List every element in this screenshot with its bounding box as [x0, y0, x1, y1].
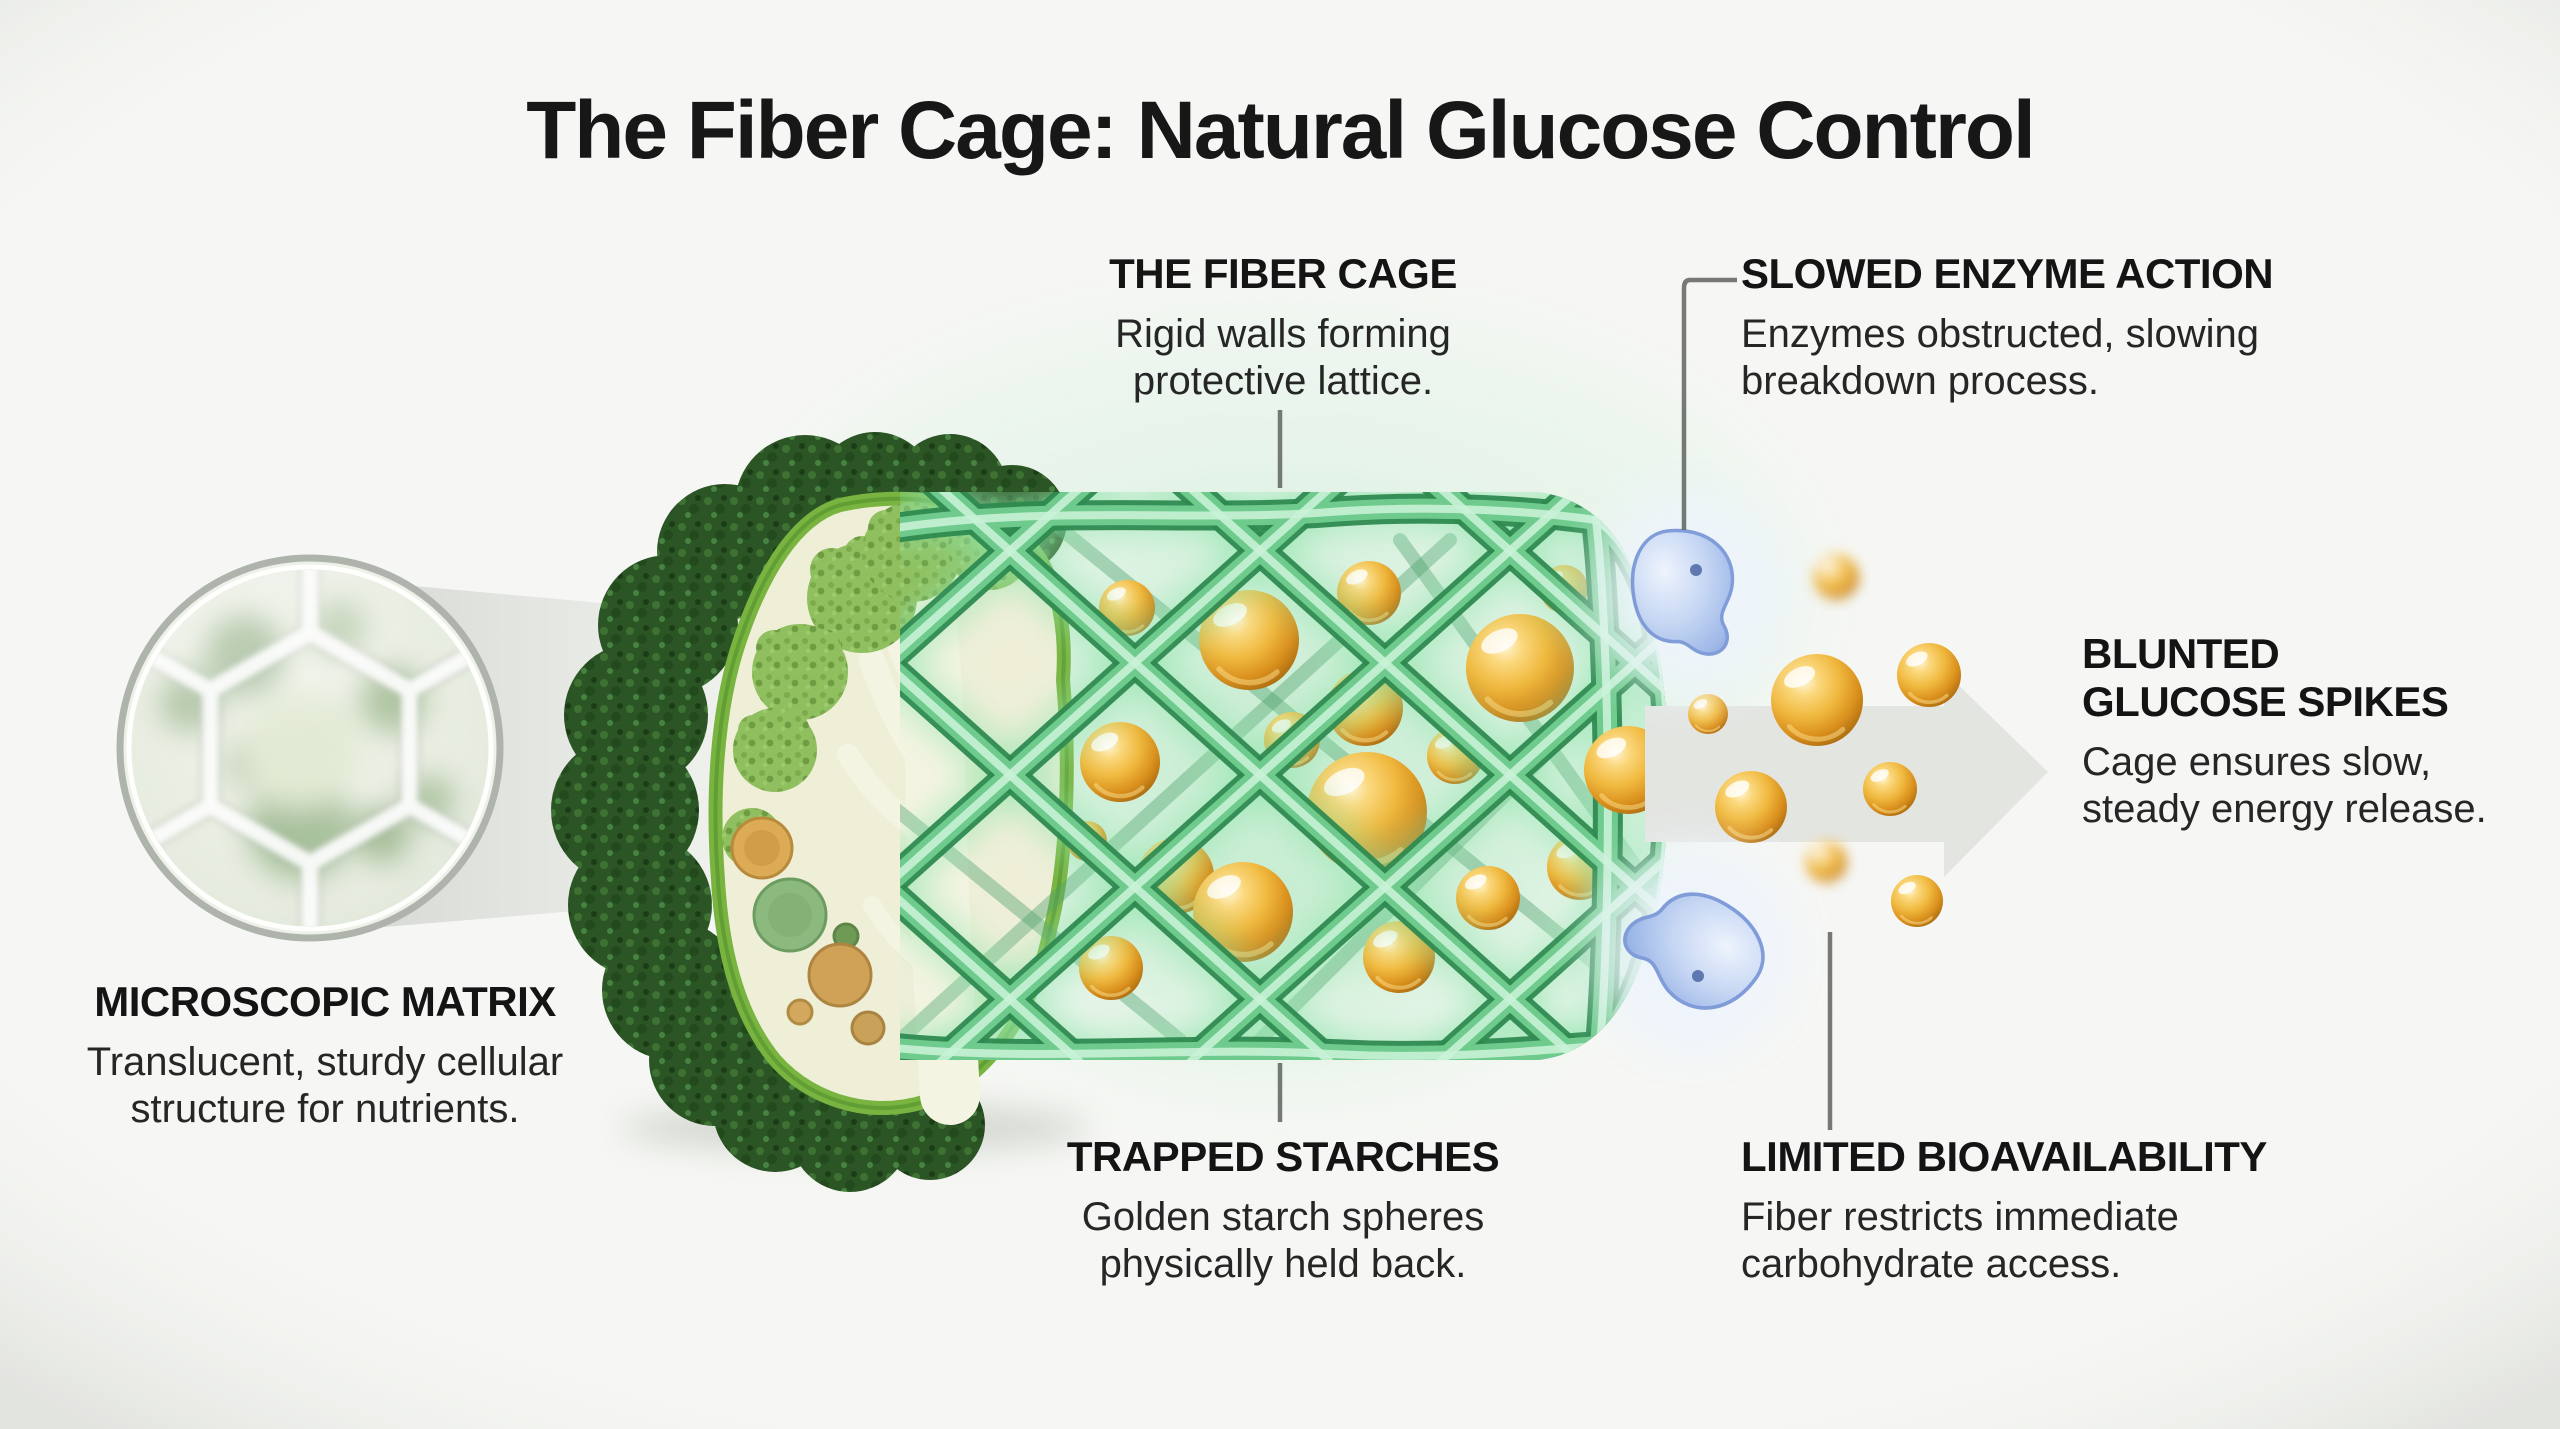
callout-limited-bioavailability: LIMITED BIOAVAILABILITY Fiber restricts … [1741, 1133, 2381, 1288]
callout-fiber-cage: THE FIBER CAGE Rigid walls forming prote… [983, 250, 1583, 405]
callout-fiber-cage-heading: THE FIBER CAGE [1109, 250, 1457, 297]
callout-microscopic-matrix-body: Translucent, sturdy cellular structure f… [86, 1039, 564, 1132]
callout-enzyme-action: SLOWED ENZYME ACTION Enzymes obstructed,… [1741, 250, 2381, 405]
callout-blunted-glucose-spikes-body: Cage ensures slow, steady energy release… [2082, 739, 2487, 831]
callout-microscopic-matrix: MICROSCOPIC MATRIX Translucent, sturdy c… [25, 978, 625, 1133]
callout-enzyme-action-heading: SLOWED ENZYME ACTION [1741, 250, 2274, 297]
callout-enzyme-action-body: Enzymes obstructed, slowing breakdown pr… [1741, 311, 2260, 404]
page-title: The Fiber Cage: Natural Glucose Control [526, 85, 2036, 176]
callout-limited-bioavailability-heading: LIMITED BIOAVAILABILITY [1741, 1133, 2267, 1180]
callout-trapped-starches: TRAPPED STARCHES Golden starch spheres p… [983, 1133, 1583, 1288]
callout-trapped-starches-body: Golden starch spheres physically held ba… [1081, 1194, 1485, 1287]
callout-fiber-cage-body: Rigid walls forming protective lattice. [1115, 311, 1451, 404]
callout-limited-bioavailability-body: Fiber restricts immediate carbohydrate a… [1741, 1194, 2179, 1287]
callout-blunted-glucose-spikes-heading: BLUNTED GLUCOSE SPIKES [2082, 630, 2449, 725]
callout-microscopic-matrix-heading: MICROSCOPIC MATRIX [94, 978, 556, 1025]
callout-trapped-starches-heading: TRAPPED STARCHES [1066, 1133, 1500, 1180]
callout-blunted-glucose-spikes: BLUNTED GLUCOSE SPIKES Cage ensures slow… [2082, 630, 2552, 833]
